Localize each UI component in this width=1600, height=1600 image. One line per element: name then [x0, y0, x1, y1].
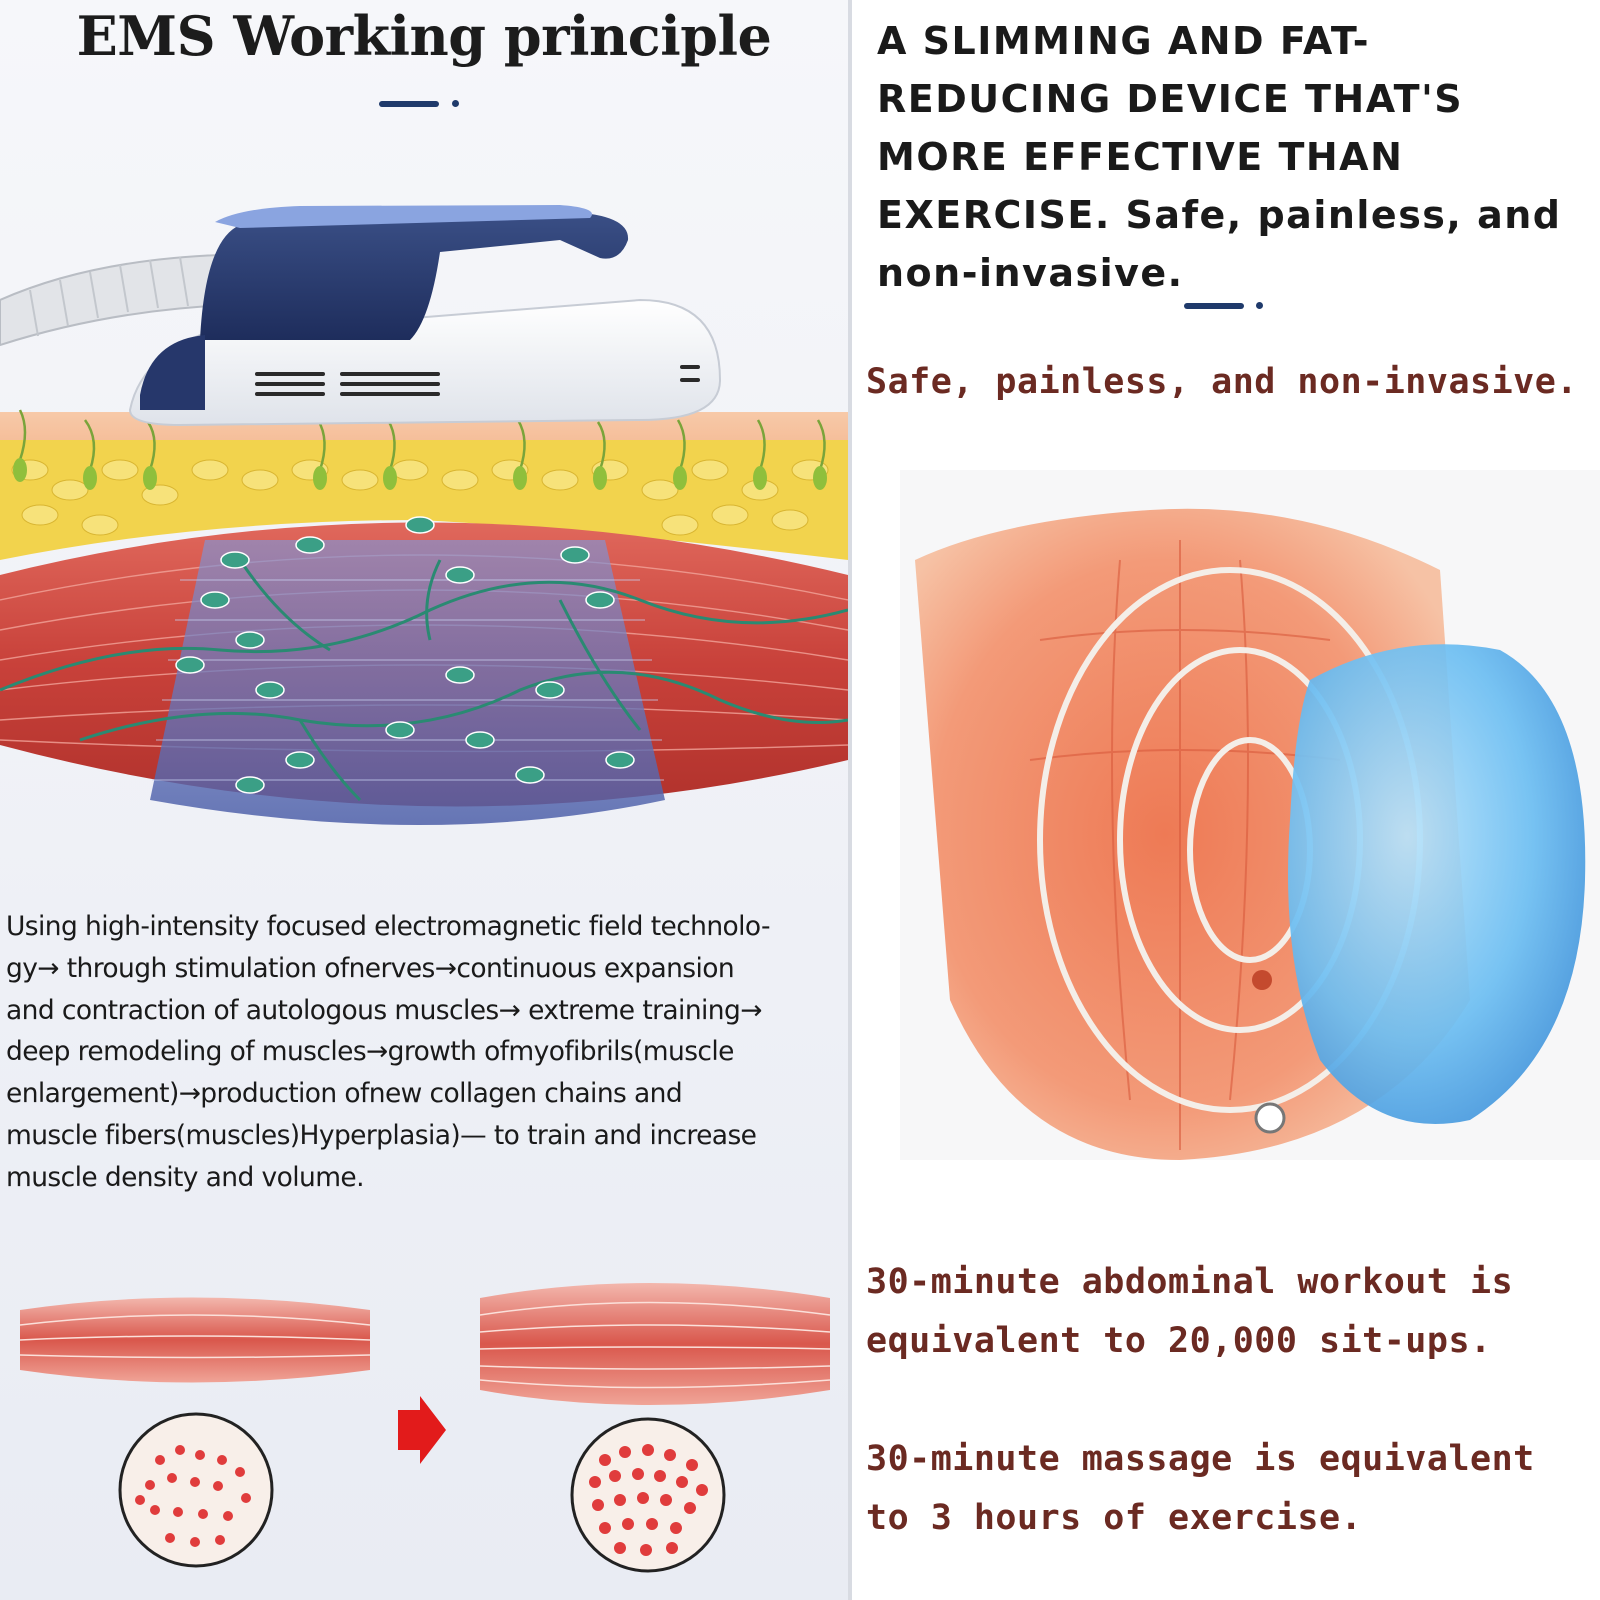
page-title: EMS Working principle	[76, 4, 772, 68]
pad-connector	[1254, 1102, 1286, 1134]
claim-massage: 30-minute massage is equivalent to 3 hou…	[866, 1439, 1535, 1538]
transformation-arrow	[398, 1396, 446, 1464]
electromagnetic-field	[150, 540, 665, 825]
nerve-network	[0, 559, 848, 802]
navel	[1252, 970, 1272, 990]
device-hose	[0, 253, 232, 347]
muscle-after	[479, 1283, 831, 1405]
device-side-panel	[140, 335, 205, 410]
abdomen-illustration	[900, 470, 1600, 1160]
device-vents	[255, 365, 700, 396]
device-top-panel	[215, 205, 592, 228]
device-handle	[200, 212, 629, 340]
working-principle-text: Using high-intensity focused electromagn…	[6, 911, 771, 1193]
title-accent-dash	[379, 101, 439, 107]
headline: A SLIMMING AND FAT-REDUCING DEVICE THAT'…	[877, 19, 1562, 295]
safety-highlight: Safe, painless, and non-invasive.	[866, 362, 1578, 402]
neuron-cells	[175, 516, 635, 794]
panel-divider	[848, 0, 852, 1600]
cross-section-after	[570, 1417, 726, 1573]
muscle-before	[19, 1297, 371, 1383]
cross-section-before	[118, 1412, 274, 1568]
fat-layer	[0, 440, 848, 560]
muscle-comparison-illustration	[19, 1283, 831, 1573]
nerve-ending-bulbs	[13, 458, 827, 490]
applicator-pad	[1288, 644, 1586, 1124]
headline-accent-dot	[1256, 302, 1263, 309]
ems-device-illustration	[0, 205, 848, 825]
claim-abdominal-workout: 30-minute abdominal workout is equivalen…	[866, 1262, 1514, 1361]
title-accent-dot	[452, 100, 459, 107]
headline-accent-dash	[1184, 303, 1244, 309]
